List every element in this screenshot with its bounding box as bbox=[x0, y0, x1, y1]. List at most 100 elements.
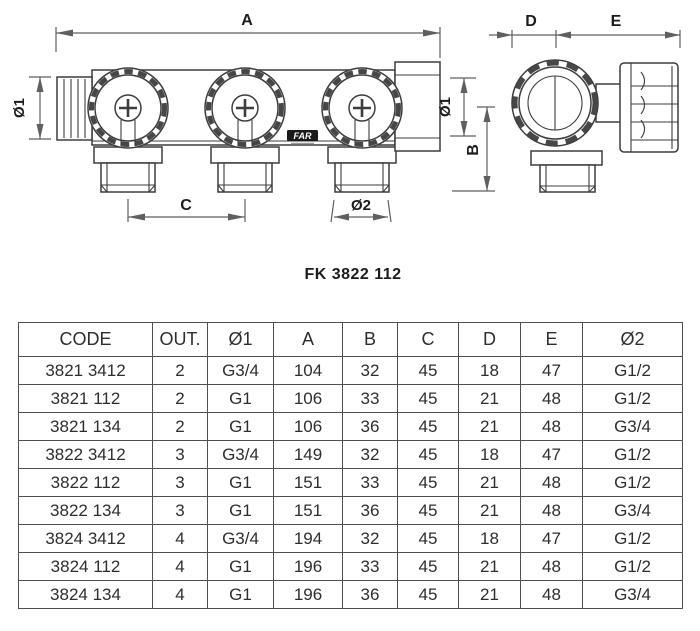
side-view bbox=[511, 59, 679, 193]
table-cell: 45 bbox=[397, 580, 459, 609]
technical-drawing: FAR bbox=[11, 12, 681, 223]
table-cell: G1/2 bbox=[582, 356, 683, 385]
valve-knob-1 bbox=[87, 67, 169, 149]
valve-knob-2 bbox=[204, 67, 286, 149]
table-cell: 21 bbox=[458, 496, 521, 525]
table-cell: 48 bbox=[520, 412, 583, 441]
table-cell: 36 bbox=[342, 580, 398, 609]
table-cell: G1/2 bbox=[582, 384, 683, 413]
dimension-e: E bbox=[556, 13, 681, 48]
table-cell: 45 bbox=[397, 524, 459, 553]
table-cell: 21 bbox=[458, 384, 521, 413]
table-cell: 36 bbox=[342, 412, 398, 441]
dimension-b: B bbox=[452, 106, 495, 192]
front-view: FAR bbox=[56, 61, 441, 193]
table-header-cell: Ø1 bbox=[207, 322, 274, 357]
table-cell: 45 bbox=[397, 468, 459, 497]
table-cell: G3/4 bbox=[582, 580, 683, 609]
code-cell: 3824 134 bbox=[18, 580, 153, 609]
table-cell: G1 bbox=[207, 580, 274, 609]
dim-label-dia2: Ø2 bbox=[351, 197, 371, 214]
table-header-cell: CODE bbox=[18, 322, 153, 357]
table-cell: 196 bbox=[273, 552, 343, 581]
table-cell: 4 bbox=[152, 552, 208, 581]
table-cell: 32 bbox=[342, 440, 398, 469]
code-cell: 3822 134 bbox=[18, 496, 153, 525]
valve-knob-3 bbox=[321, 67, 403, 149]
dimension-dia2: Ø2 bbox=[330, 197, 392, 223]
screw-slot-icon bbox=[119, 99, 137, 117]
code-cell: 3821 112 bbox=[18, 384, 153, 413]
table-cell: G3/4 bbox=[207, 524, 274, 553]
table-cell: 45 bbox=[397, 384, 459, 413]
table-cell: G1/2 bbox=[582, 524, 683, 553]
dimension-dia1-side: Ø1 bbox=[437, 77, 476, 137]
table-cell: G1 bbox=[207, 496, 274, 525]
dim-label-a: A bbox=[241, 12, 253, 29]
table-cell: 45 bbox=[397, 552, 459, 581]
table-cell: 45 bbox=[397, 412, 459, 441]
side-body-circle bbox=[511, 59, 599, 147]
table-header-cell: B bbox=[342, 322, 398, 357]
table-header-cell: E bbox=[520, 322, 583, 357]
table-cell: 21 bbox=[458, 412, 521, 441]
table-cell: 47 bbox=[520, 356, 583, 385]
table-cell: 48 bbox=[520, 496, 583, 525]
table-cell: G1/2 bbox=[582, 552, 683, 581]
table-cell: 32 bbox=[342, 356, 398, 385]
table-cell: 48 bbox=[520, 384, 583, 413]
table-cell: 3 bbox=[152, 440, 208, 469]
table-cell: G3/4 bbox=[582, 412, 683, 441]
dimension-d: D bbox=[489, 13, 557, 48]
code-cell: 3824 112 bbox=[18, 552, 153, 581]
table-header-cell: C bbox=[397, 322, 459, 357]
screw-slot-icon bbox=[236, 99, 254, 117]
table-cell: 21 bbox=[458, 468, 521, 497]
code-cell: 3824 3412 bbox=[18, 524, 153, 553]
table-cell: 106 bbox=[273, 384, 343, 413]
code-cell: 3822 112 bbox=[18, 468, 153, 497]
table-cell: G1 bbox=[207, 412, 274, 441]
table-cell: 33 bbox=[342, 384, 398, 413]
code-cell: 3821 3412 bbox=[18, 356, 153, 385]
table-header-cell: OUT. bbox=[152, 322, 208, 357]
outlet-stubs bbox=[93, 146, 397, 193]
table-cell: 2 bbox=[152, 412, 208, 441]
table-cell: 4 bbox=[152, 524, 208, 553]
table-cell: 149 bbox=[273, 440, 343, 469]
table-cell: 36 bbox=[342, 496, 398, 525]
dim-label-dia1-front: Ø1 bbox=[11, 98, 28, 118]
table-cell: 196 bbox=[273, 580, 343, 609]
table-cell: 33 bbox=[342, 468, 398, 497]
code-cell: 3822 3412 bbox=[18, 440, 153, 469]
table-cell: 18 bbox=[458, 524, 521, 553]
table-cell: 2 bbox=[152, 356, 208, 385]
table-cell: G3/4 bbox=[207, 356, 274, 385]
table-cell: 104 bbox=[273, 356, 343, 385]
product-code-caption: FK 3822 112 bbox=[304, 266, 402, 283]
side-outlet-stub bbox=[530, 150, 603, 193]
screw-slot-icon bbox=[353, 99, 371, 117]
table-cell: 32 bbox=[342, 524, 398, 553]
table-cell: 21 bbox=[458, 552, 521, 581]
table-cell: 33 bbox=[342, 552, 398, 581]
table-cell: 3 bbox=[152, 496, 208, 525]
table-cell: 48 bbox=[520, 552, 583, 581]
table-cell: G1 bbox=[207, 468, 274, 497]
table-cell: 2 bbox=[152, 384, 208, 413]
dimension-dia1-front: Ø1 bbox=[11, 76, 51, 140]
dim-label-dia1-side: Ø1 bbox=[437, 97, 454, 117]
table-cell: 4 bbox=[152, 580, 208, 609]
table-cell: 151 bbox=[273, 468, 343, 497]
inlet-thread bbox=[56, 76, 93, 141]
table-cell: 21 bbox=[458, 580, 521, 609]
